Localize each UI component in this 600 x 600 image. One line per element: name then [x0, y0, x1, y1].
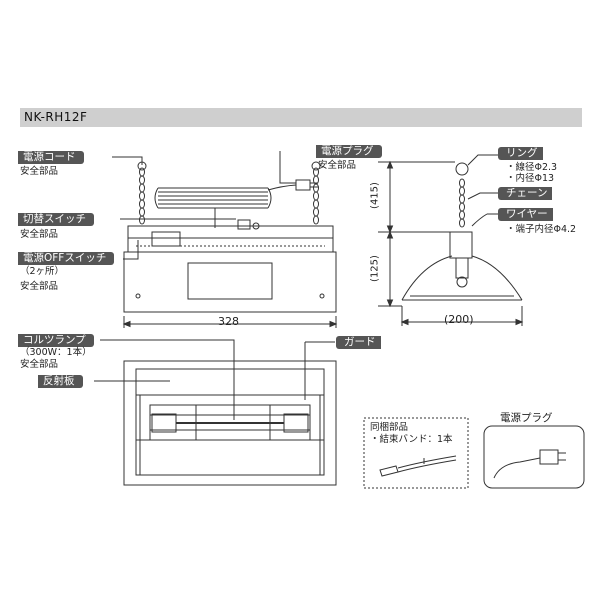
side-width-dimension: (200)	[444, 313, 474, 326]
height-upper-dimension: (415)	[369, 182, 381, 209]
front-view	[112, 151, 338, 328]
plug-tag: 電源プラグ	[316, 145, 382, 158]
off-switch-count: （2ヶ所）	[20, 266, 65, 277]
plug-box	[483, 425, 585, 489]
plug-front	[295, 179, 318, 191]
ring-inner-note: ・内径Φ13	[506, 173, 555, 184]
power-cord-tag: 電源コード	[18, 151, 84, 164]
plug-box-title: 電源プラグ	[500, 412, 553, 424]
width-dimension: 328	[218, 315, 239, 328]
bottom-view	[94, 339, 337, 486]
reflector-tag: 反射板	[38, 375, 83, 388]
off-switch-note: 安全部品	[20, 281, 59, 292]
switch-tag: 切替スイッチ	[18, 213, 94, 226]
lamp-spec: （300W：1本）	[20, 347, 92, 358]
side-view	[378, 154, 524, 326]
ring-tag: リング	[498, 147, 543, 160]
front-unit	[123, 219, 337, 313]
accessory-item: ・結束バンド：1本	[370, 434, 453, 445]
accessory-title: 同梱部品	[370, 422, 409, 433]
guard-tag: ガード	[336, 336, 381, 349]
power-cord-note: 安全部品	[20, 166, 59, 177]
lamp-note: 安全部品	[20, 359, 59, 370]
switch-note: 安全部品	[20, 229, 59, 240]
accessory-box	[363, 417, 469, 489]
chain-tag: チェーン	[498, 187, 553, 200]
wire-tag: ワイヤー	[498, 208, 553, 221]
chain-left	[137, 161, 147, 225]
plug-note: 安全部品	[318, 160, 357, 171]
width-dimension-line	[122, 316, 338, 328]
ring-wire-note: ・線径Φ2.3	[506, 162, 558, 173]
height-lower-dimension: (125)	[369, 255, 381, 282]
model-number: NK-RH12F	[24, 110, 88, 124]
off-switch-tag: 電源OFFスイッチ	[18, 252, 115, 265]
header-band	[20, 108, 582, 127]
power-cord-coil	[154, 184, 297, 228]
chain-right	[311, 161, 321, 225]
wire-terminal-note: ・端子内径Φ4.2	[506, 224, 577, 235]
lamp-tag: コルツランプ	[18, 334, 94, 347]
